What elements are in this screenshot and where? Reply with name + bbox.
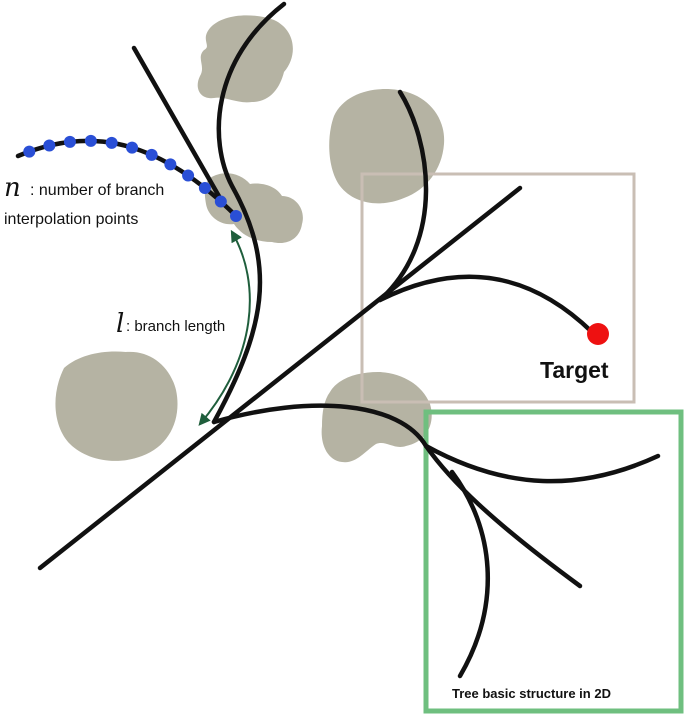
trunk-line: [37, 185, 523, 571]
label-n-text: : number of branch: [30, 182, 164, 199]
branch-main-curve: [211, 1, 287, 425]
foliage-group: [55, 15, 445, 463]
blue-dot-icon: [145, 148, 158, 161]
blue-dot-icon: [105, 136, 118, 149]
blue-dot-icon: [126, 141, 139, 154]
red-dot-icon: [587, 323, 609, 345]
leaf-cluster-left: [55, 351, 178, 461]
branch-left-curve: [15, 138, 239, 219]
branch-lower-down: [449, 469, 491, 679]
leaf-cluster-top: [197, 15, 293, 103]
leaf-cluster-lower: [321, 372, 432, 463]
branch-lower-right: [423, 443, 661, 484]
branch-group: [15, 1, 661, 679]
blue-dot-icon: [164, 158, 177, 171]
label-tree-caption: Tree basic structure in 2D: [452, 686, 611, 701]
blue-dot-icon: [23, 145, 36, 158]
label-n-text2: interpolation points: [4, 211, 138, 228]
double-arrow-icon: [198, 229, 251, 426]
label-l-text: : branch length: [126, 318, 225, 335]
blue-dot-icon: [230, 210, 242, 222]
tree-structure-box: [423, 409, 684, 714]
interpolation-points-group: [23, 134, 242, 222]
blue-dot-icon: [63, 135, 76, 148]
branch-target: [377, 274, 595, 335]
leaf-cluster-middle: [204, 173, 303, 244]
label-target: Target: [540, 357, 609, 383]
branch-upper-right: [377, 89, 429, 303]
label-l-symbol: l: [116, 309, 124, 339]
blue-dot-icon: [198, 181, 211, 194]
label-n-symbol: n: [4, 173, 21, 203]
blue-dot-icon: [84, 134, 97, 147]
branch-upper-diagonal: [131, 45, 223, 201]
target-region-box: [360, 172, 636, 404]
blue-dot-icon: [43, 139, 56, 152]
blue-dot-icon: [182, 169, 195, 182]
blue-dot-icon: [214, 195, 227, 208]
